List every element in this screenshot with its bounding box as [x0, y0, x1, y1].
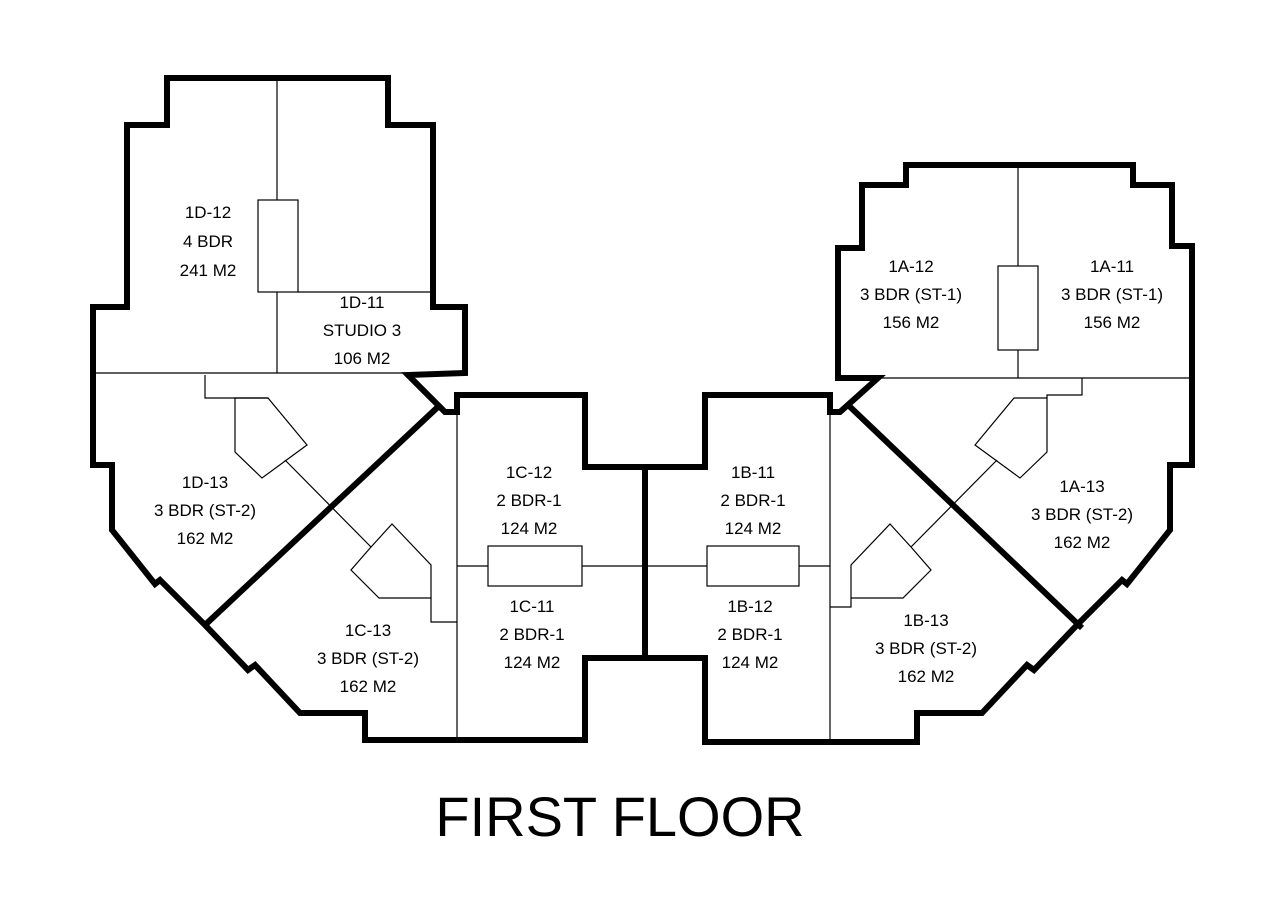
- unit-id: 1B-12: [727, 597, 772, 616]
- unit-label-1c-11: 1C-11 2 BDR-1 124 M2: [499, 597, 564, 672]
- stair-core: [234, 397, 308, 479]
- unit-id: 1A-12: [888, 257, 933, 276]
- shaft: [257, 199, 299, 293]
- unit-label-1d-11: 1D-11 STUDIO 3 106 M2: [323, 293, 401, 368]
- floor-title: FIRST FLOOR: [435, 785, 804, 848]
- unit-id: 1D-13: [182, 473, 228, 492]
- unit-area: 124 M2: [725, 519, 782, 538]
- left-wing-outline: [90, 75, 648, 743]
- unit-type: STUDIO 3: [323, 321, 401, 340]
- unit-label-1a-12: 1A-12 3 BDR (ST-1) 156 M2: [860, 257, 962, 332]
- unit-label-1b-11: 1B-11 2 BDR-1 124 M2: [720, 463, 785, 538]
- unit-area: 156 M2: [1084, 313, 1141, 332]
- unit-area: 162 M2: [340, 677, 397, 696]
- wall-1d-1c: [202, 402, 443, 628]
- unit-label-1c-13: 1C-13 3 BDR (ST-2) 162 M2: [317, 621, 419, 696]
- unit-area: 106 M2: [334, 349, 391, 368]
- unit-area: 124 M2: [501, 519, 558, 538]
- unit-id: 1D-11: [339, 293, 384, 312]
- unit-area: 162 M2: [177, 529, 234, 548]
- unit-label-1c-12: 1C-12 2 BDR-1 124 M2: [496, 463, 561, 538]
- shaft: [706, 545, 800, 587]
- unit-id: 1C-13: [345, 621, 391, 640]
- unit-type: 3 BDR (ST-2): [875, 639, 977, 658]
- unit-area: 124 M2: [504, 653, 561, 672]
- corridor: [430, 598, 457, 623]
- unit-type: 3 BDR (ST-2): [317, 649, 419, 668]
- unit-label-1d-13: 1D-13 3 BDR (ST-2) 162 M2: [154, 473, 256, 548]
- unit-label-1a-13: 1A-13 3 BDR (ST-2) 162 M2: [1031, 477, 1133, 552]
- unit-id: 1A-13: [1059, 477, 1104, 496]
- unit-area: 124 M2: [722, 653, 779, 672]
- unit-label-1a-11: 1A-11 3 BDR (ST-1) 156 M2: [1061, 257, 1163, 332]
- unit-id: 1C-11: [509, 597, 554, 616]
- corridor: [204, 375, 268, 399]
- unit-type: 3 BDR (ST-1): [1061, 285, 1163, 304]
- stair-core: [850, 523, 932, 599]
- shaft: [997, 265, 1039, 351]
- unit-type: 3 BDR (ST-2): [154, 501, 256, 520]
- unit-id: 1B-13: [903, 611, 948, 630]
- unit-area: 156 M2: [883, 313, 940, 332]
- unit-type: 2 BDR-1: [496, 491, 561, 510]
- unit-type: 3 BDR (ST-1): [860, 285, 962, 304]
- corridor: [1046, 378, 1083, 398]
- unit-type: 4 BDR: [183, 232, 233, 251]
- stair-core: [974, 397, 1048, 479]
- unit-area: 162 M2: [1054, 533, 1111, 552]
- partition: [910, 459, 998, 548]
- unit-label-1d-12: 1D-12 4 BDR 241 M2: [180, 203, 237, 280]
- unit-id: 1C-12: [506, 463, 552, 482]
- unit-type: 2 BDR-1: [717, 625, 782, 644]
- partition: [284, 459, 372, 548]
- corridor: [830, 598, 852, 608]
- unit-id: 1A-11: [1090, 257, 1134, 276]
- unit-area: 162 M2: [898, 667, 955, 686]
- unit-type: 3 BDR (ST-2): [1031, 505, 1133, 524]
- stair-core: [350, 523, 432, 599]
- unit-id: 1B-11: [731, 463, 775, 482]
- unit-label-1b-12: 1B-12 2 BDR-1 124 M2: [717, 597, 782, 672]
- unit-id: 1D-12: [185, 203, 231, 222]
- unit-type: 2 BDR-1: [499, 625, 564, 644]
- wall-1a-1b: [843, 400, 1085, 631]
- shaft: [487, 545, 583, 587]
- unit-area: 241 M2: [180, 261, 237, 280]
- unit-label-1b-13: 1B-13 3 BDR (ST-2) 162 M2: [875, 611, 977, 686]
- unit-type: 2 BDR-1: [720, 491, 785, 510]
